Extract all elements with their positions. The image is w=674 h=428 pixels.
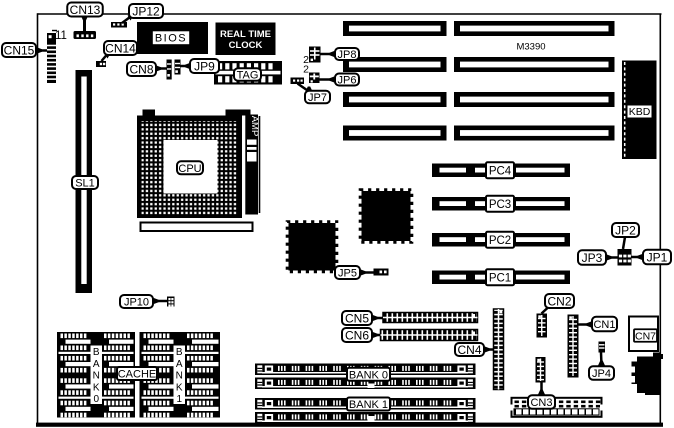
svg-text:JP3: JP3: [582, 251, 603, 265]
svg-text:JP12: JP12: [132, 4, 160, 18]
svg-text:JP5: JP5: [338, 267, 357, 279]
svg-text:2: 2: [303, 54, 309, 66]
svg-text:N: N: [176, 371, 183, 382]
svg-text:M3390: M3390: [516, 42, 545, 53]
svg-text:JP4: JP4: [592, 368, 611, 380]
svg-text:K: K: [93, 382, 100, 393]
svg-text:B: B: [93, 347, 100, 358]
svg-text:CN5: CN5: [345, 311, 369, 325]
svg-text:TAG: TAG: [237, 69, 259, 81]
svg-text:CN7: CN7: [635, 330, 656, 342]
svg-text:0: 0: [93, 394, 99, 405]
svg-text:A: A: [176, 359, 183, 370]
svg-text:CN6: CN6: [345, 328, 369, 342]
svg-text:CN1: CN1: [593, 319, 615, 331]
svg-text:1: 1: [176, 394, 182, 405]
svg-text:REAL TIME: REAL TIME: [220, 29, 271, 40]
svg-text:JP6: JP6: [338, 74, 357, 86]
svg-text:A: A: [93, 359, 100, 370]
svg-text:CN2: CN2: [547, 294, 571, 308]
svg-text:JP7: JP7: [308, 92, 327, 104]
svg-text:CN14: CN14: [105, 41, 136, 55]
svg-text:2: 2: [303, 64, 309, 76]
svg-text:JP10: JP10: [124, 296, 149, 308]
svg-text:PC3: PC3: [489, 199, 511, 211]
svg-text:JP1: JP1: [647, 250, 668, 264]
svg-text:JP9: JP9: [194, 59, 215, 73]
svg-text:11: 11: [55, 30, 67, 42]
svg-text:CN15: CN15: [4, 43, 35, 57]
svg-text:BIOS: BIOS: [155, 33, 187, 45]
svg-text:CN8: CN8: [129, 62, 153, 76]
svg-text:CACHE: CACHE: [118, 368, 157, 380]
svg-text:KBD: KBD: [629, 106, 651, 118]
svg-text:CLOCK: CLOCK: [229, 40, 263, 51]
svg-text:CN3: CN3: [530, 397, 552, 409]
svg-text:JP8: JP8: [338, 49, 357, 61]
svg-text:BANK 0: BANK 0: [349, 369, 388, 381]
svg-text:AMP: AMP: [249, 116, 260, 137]
svg-text:PC2: PC2: [489, 235, 511, 247]
svg-text:JP2: JP2: [615, 223, 636, 237]
svg-text:N: N: [93, 371, 100, 382]
svg-text:PC1: PC1: [489, 272, 511, 284]
svg-text:CN13: CN13: [70, 3, 101, 17]
svg-text:CPU: CPU: [178, 163, 201, 175]
svg-text:K: K: [176, 382, 183, 393]
svg-text:SL1: SL1: [75, 177, 95, 189]
svg-text:PC4: PC4: [489, 165, 512, 177]
svg-text:CN4: CN4: [457, 343, 481, 357]
svg-text:B: B: [176, 347, 183, 358]
svg-text:BANK 1: BANK 1: [349, 399, 388, 411]
